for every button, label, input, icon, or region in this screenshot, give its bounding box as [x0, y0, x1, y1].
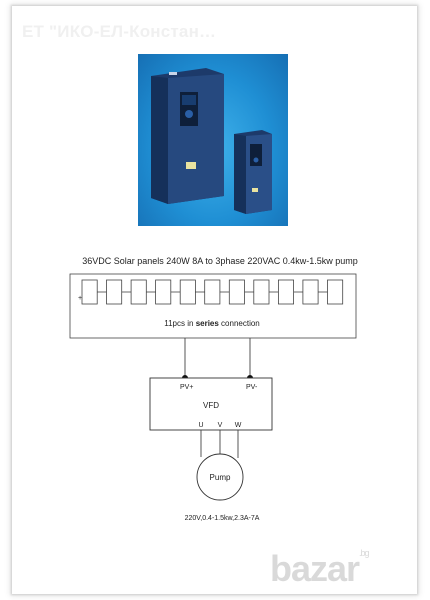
vfd-label: VFD — [203, 401, 219, 410]
solar-panel — [179, 279, 196, 305]
terminal-v: V — [218, 422, 223, 429]
product-photo — [138, 54, 288, 226]
solar-panel — [277, 279, 294, 305]
solar-panel — [327, 279, 344, 305]
bazar-watermark: bazar.bg — [270, 548, 370, 589]
solar-panel — [228, 279, 245, 305]
small-vfd-unit — [234, 130, 272, 214]
vfd-devices-illustration — [151, 68, 272, 214]
series-connection-label: 11pcs in series connection — [164, 319, 260, 328]
pump-label: Pump — [210, 473, 231, 482]
terminal-u: U — [198, 422, 203, 429]
solar-panel — [130, 279, 147, 305]
diagram-title: 36VDC Solar panels 240W 8A to 3phase 220… — [82, 256, 358, 266]
store-title: ЕТ "ИКО-ЕЛ-Констан… — [22, 22, 217, 41]
solar-panel — [253, 279, 270, 305]
pump-specs: 220V,0.4-1.5kw,2.3A-7A — [185, 515, 260, 522]
solar-panel — [302, 279, 319, 305]
solar-panel — [106, 279, 123, 305]
solar-panel — [155, 279, 172, 305]
terminal-w: W — [235, 422, 242, 429]
series-string-loop — [69, 273, 357, 339]
solar-panel — [204, 279, 221, 305]
large-vfd-unit — [151, 68, 224, 204]
vfd-box — [149, 377, 273, 431]
solar-panel — [81, 279, 98, 305]
terminal-pv-minus: PV- — [246, 384, 258, 391]
terminal-pv-plus: PV+ — [180, 384, 193, 391]
solar-panel-row — [81, 279, 344, 305]
pump-symbol — [196, 453, 244, 501]
plus-sign: + — [78, 295, 82, 302]
